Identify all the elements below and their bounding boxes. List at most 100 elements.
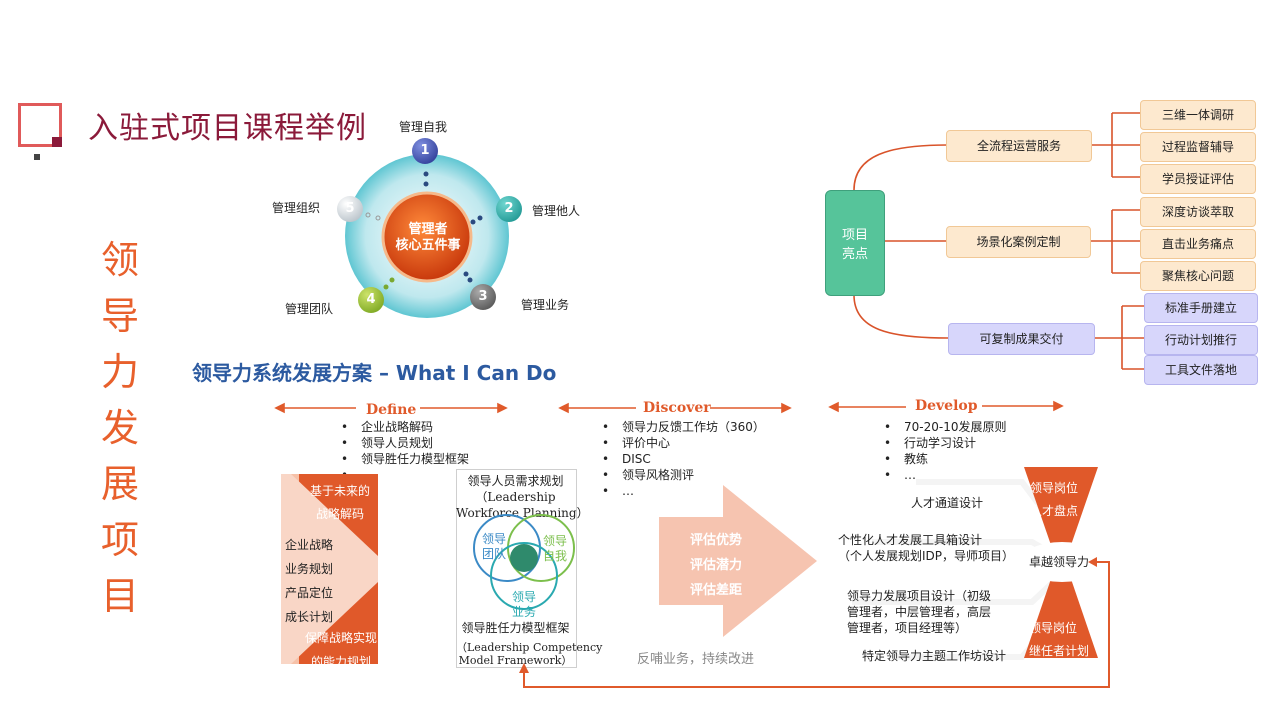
bullet: 领导胜任力模型框架 [341,451,469,467]
hourglass-top-line1: 领导岗位 [1030,481,1079,495]
wheel-item-1-label: 管理自我 [399,120,448,134]
venn-circle-business-line1: 领导 [512,590,537,604]
logo-square-icon [18,103,62,147]
discover-panel-top-line1: 领导人员需求规划 [467,474,564,488]
define-panel-top: 基于未来的 战略解码 [300,480,380,526]
mindmap-root: 项目 亮点 [825,190,885,296]
phase-arrows [274,400,1064,414]
define-panel-item: 业务规划 [285,562,334,576]
define-panel-shapes [281,474,378,664]
develop-item-toolbox-line2: （个人发展规划IDP，导师项目） [838,549,1015,563]
wheel-item-5-ball: 5 [337,196,363,222]
venn-circle-self: 领导 自我 [543,534,567,564]
mindmap-leaf: 行动计划推行 [1144,325,1258,355]
define-panel-item: 企业战略 [285,538,334,552]
hourglass-bottom-line2: 继任者计划 [1029,644,1090,658]
bullet: 领导人员规划 [341,435,469,451]
discover-bullets: 领导力反馈工作坊（360） 评价中心 DISC 领导风格测评 … [602,419,765,499]
mindmap-root-line1: 项目 [841,228,868,243]
section-heading: 领导力系统发展方案 – What I Can Do [192,361,557,385]
feedback-loop-arrow [519,557,1110,688]
bullet: … [602,483,765,499]
develop-item-program-line2: 管理者，中层管理者，高层 [847,605,992,619]
bullet: 评价中心 [602,435,765,451]
wheel-item-3-label: 管理业务 [521,298,570,312]
wheel-item-4-label: 管理团队 [285,302,334,316]
define-panel-bottom-line2: 的能力规划 [310,655,371,669]
define-panel-bottom-line1: 保障战略实现 [304,631,377,645]
venn-circle-team-line2: 团队 [482,547,507,561]
bullet: 70-20-10发展原则 [884,419,1006,435]
phase-discover-label: Discover [643,400,711,416]
venn-diagram [473,514,575,610]
bullet: 企业战略解码 [341,419,469,435]
mindmap-connectors [853,112,1145,370]
phase-define-label: Define [366,402,417,418]
wheel-item-5-label: 管理组织 [272,201,321,215]
develop-panel-bands [852,467,1104,660]
page-title: 入驻式项目课程举例 [88,111,367,146]
discover-panel-top: 领导人员需求规划 （Leadership Workforce Planning） [456,473,589,521]
phase-develop-label: Develop [915,398,978,414]
bullet: 教练 [884,451,1006,467]
hourglass-center-label: 卓越领导力 [1029,555,1090,569]
arrow-line: 评估差距 [690,583,743,598]
wheel-item-2-ball: 2 [496,196,522,222]
define-panel-item: 成长计划 [285,610,334,624]
arrow-line: 评估潜力 [690,558,743,573]
define-panel-top-line1: 基于未来的 [309,484,370,498]
wheel-item-4-ball: 4 [358,287,384,313]
venn-circle-self-line1: 领导 [543,534,568,548]
bullet: DISC [602,451,765,467]
bullet: 领导风格测评 [602,467,765,483]
discover-panel-top-line2: （Leadership [475,490,556,504]
hourglass-top-label: 领导岗位 人才盘点 [1030,477,1078,523]
discover-panel-bottom: 领导胜任力模型框架 （Leadership Competency Model F… [456,620,603,667]
mindmap-branch-2: 场景化案例定制 [946,226,1091,258]
mindmap-leaf: 学员授证评估 [1140,164,1256,194]
develop-item-program: 领导力发展项目设计（初级 管理者，中层管理者，高层 管理者，项目经理等） [847,588,991,636]
define-panel-middle: 企业战略 业务规划 产品定位 成长计划 [285,533,333,629]
assessment-arrow [659,485,817,637]
mindmap-leaf: 标准手册建立 [1144,293,1258,323]
discover-panel-bottom-line1: 领导胜任力模型框架 [461,621,570,635]
bullet: 领导力反馈工作坊（360） [602,419,765,435]
logo-dot [34,154,40,160]
discover-panel-bottom-line2: （Leadership Competency [456,641,603,654]
develop-item-toolbox: 个性化人才发展工具箱设计 （个人发展规划IDP，导师项目） [838,532,1014,564]
wheel-item-3-ball: 3 [470,284,496,310]
develop-item-talent-path: 人才通道设计 [911,496,984,510]
mindmap-branch-1: 全流程运营服务 [946,130,1092,162]
define-panel-item: 产品定位 [285,586,334,600]
develop-item-program-line3: 管理者，项目经理等） [847,621,968,635]
venn-circle-business: 领导 业务 [512,590,536,620]
bullet: … [884,467,1006,483]
vertical-title: 领导力发展项目 [100,238,139,618]
wheel-center-line2: 核心五件事 [395,238,461,253]
venn-circle-team: 领导 团队 [482,532,506,562]
hourglass-bottom-line1: 领导岗位 [1029,621,1078,635]
mindmap-leaf: 工具文件落地 [1144,355,1258,385]
mindmap-root-line2: 亮点 [841,247,868,262]
mindmap-leaf: 直击业务痛点 [1140,229,1256,259]
wheel-item-2-label: 管理他人 [532,204,581,218]
management-wheel [345,154,509,318]
define-panel-bottom: 保障战略实现 的能力规划 [300,626,382,674]
arrow-line: 评估优势 [690,533,743,548]
hourglass-top-line2: 人才盘点 [1030,504,1079,518]
wheel-center-line1: 管理者 [408,222,448,237]
hourglass-bottom-label: 领导岗位 继任者计划 [1029,617,1089,663]
define-panel-top-line2: 战略解码 [315,507,364,521]
mindmap-leaf: 深度访谈萃取 [1140,197,1256,227]
bullet: 行动学习设计 [884,435,1006,451]
feedback-label: 反哺业务，持续改进 [637,652,755,667]
wheel-item-1-ball: 1 [412,138,438,164]
develop-item-program-line1: 领导力发展项目设计（初级 [847,589,992,603]
develop-bullets: 70-20-10发展原则 行动学习设计 教练 … [884,419,1006,483]
assessment-arrow-text: 评估优势 评估潜力 评估差距 [690,528,742,603]
mindmap-leaf: 过程监督辅导 [1140,132,1256,162]
logo-square-accent [52,137,62,147]
discover-panel-top-line3: Workforce Planning） [456,506,589,520]
venn-circle-self-line2: 自我 [543,549,568,563]
mindmap-leaf: 三维一体调研 [1140,100,1256,130]
